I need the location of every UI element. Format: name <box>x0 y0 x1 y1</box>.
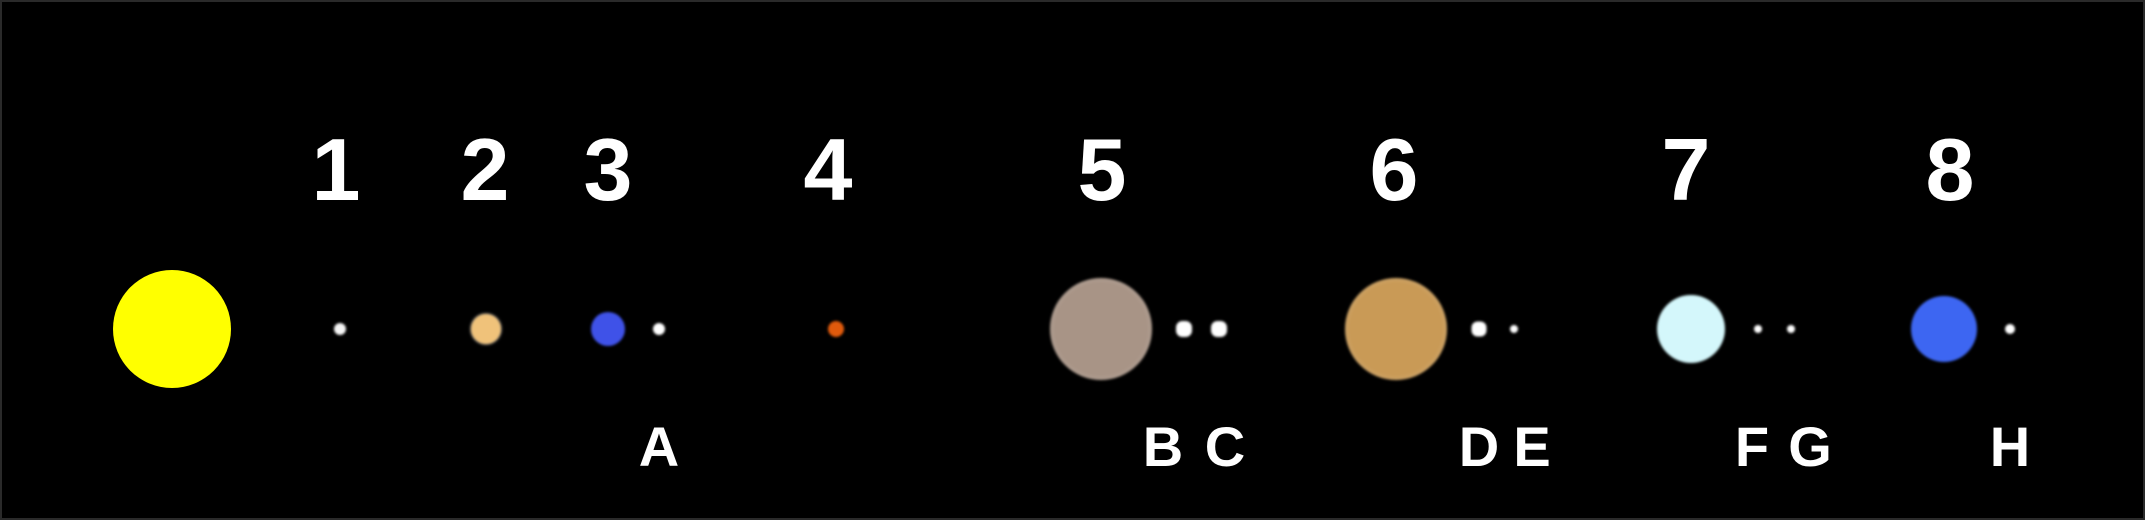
moon-letter-e: E <box>1513 415 1551 478</box>
planet-1 <box>334 323 346 335</box>
planet-4 <box>828 321 844 337</box>
planet-number-6: 6 <box>1369 120 1419 219</box>
moon-letter-h: H <box>1989 415 2031 478</box>
planet-number-8: 8 <box>1925 120 1975 219</box>
moon-b <box>1176 321 1192 337</box>
planet-2 <box>471 314 501 344</box>
planet-3 <box>591 312 625 346</box>
moon-g <box>1787 325 1795 333</box>
moon-letter-g: G <box>1788 415 1832 478</box>
moon-c <box>1211 321 1227 337</box>
sun <box>113 270 231 388</box>
planet-number-7: 7 <box>1661 120 1711 219</box>
moon-letter-b: B <box>1142 415 1184 478</box>
planet-8 <box>1911 296 1977 362</box>
planet-number-4: 4 <box>803 120 853 219</box>
moon-e <box>1510 325 1518 333</box>
moon-f <box>1754 325 1762 333</box>
moon-letter-a: A <box>638 415 680 478</box>
moon-letter-c: C <box>1204 415 1246 478</box>
moon-letter-d: D <box>1458 415 1500 478</box>
moon-letter-f: F <box>1734 415 1770 478</box>
planet-number-2: 2 <box>460 120 510 219</box>
moon-d <box>1471 321 1487 337</box>
planet-5 <box>1050 278 1152 380</box>
planet-number-1: 1 <box>311 120 361 219</box>
moon-h <box>2005 324 2015 334</box>
planet-number-3: 3 <box>583 120 633 219</box>
planet-7 <box>1657 295 1725 363</box>
moon-a <box>653 323 665 335</box>
planet-number-5: 5 <box>1077 120 1127 219</box>
planet-6 <box>1345 278 1447 380</box>
